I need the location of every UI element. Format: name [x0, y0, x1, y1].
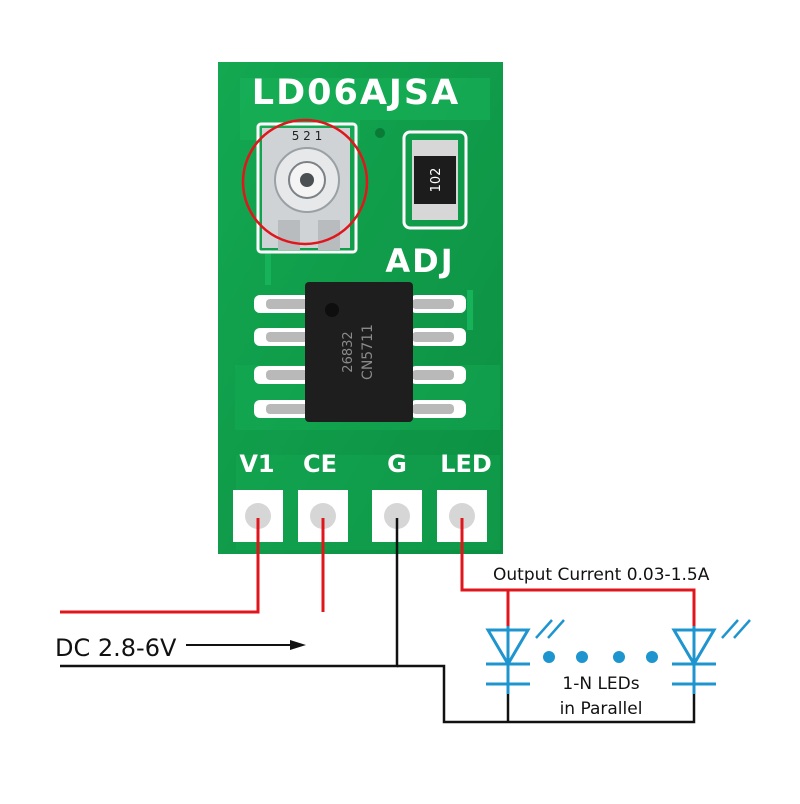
chip-lead-right-4 — [412, 404, 454, 414]
led-light-ray — [721, 619, 739, 639]
led-light-ray — [547, 619, 565, 639]
via-hole — [375, 128, 385, 138]
resistor-code: 102 — [429, 168, 444, 193]
ellipsis-dot — [646, 651, 658, 663]
pot-leg — [318, 220, 340, 250]
resistor-body — [414, 156, 456, 204]
pot-leg — [278, 220, 300, 250]
chip-lead-left-2 — [266, 332, 308, 342]
pin-label-led: LED — [440, 450, 492, 478]
pin-label-g: G — [387, 450, 407, 478]
chip-lead-right-1 — [412, 299, 454, 309]
ellipsis-dot — [576, 651, 588, 663]
led-light-ray — [733, 619, 751, 639]
pot-marks: 5 2 1 — [292, 129, 323, 143]
pin-label-v1: V1 — [239, 450, 274, 478]
resistor-silkscreen — [402, 130, 468, 230]
leds-parallel-label: in Parallel — [560, 699, 643, 719]
ellipsis-dot — [543, 651, 555, 663]
pcb-board: LD06AJSA 5 2 1 102 ADJ CN5711 — [218, 62, 503, 554]
wire-led-positive — [460, 518, 696, 626]
pin-pads — [233, 490, 487, 542]
wire-v1-positive — [60, 518, 260, 614]
output-current-label: Output Current 0.03-1.5A — [493, 565, 710, 585]
leds-count-label: 1-N LEDs — [562, 674, 639, 694]
input-annotation: DC 2.8-6V — [55, 634, 306, 662]
led-symbol-1 — [485, 619, 565, 694]
chip-lead-left-3 — [266, 370, 308, 380]
pot-screw-slot — [300, 173, 314, 187]
adj-label: ADJ — [385, 242, 454, 280]
chip-lead-right-3 — [412, 370, 454, 380]
chip-lead-left-1 — [266, 299, 308, 309]
pin-hole-ce — [310, 503, 336, 529]
chip-pin1-dot — [325, 303, 339, 317]
pin-labels: V1 CE G LED — [239, 450, 491, 478]
input-voltage-label: DC 2.8-6V — [55, 634, 177, 662]
chip-text-line2: 26832 — [341, 331, 356, 372]
pin-label-ce: CE — [303, 450, 337, 478]
chip-body — [305, 282, 413, 422]
pin-hole-g — [384, 503, 410, 529]
ellipsis-dot — [613, 651, 625, 663]
input-arrow-head — [290, 640, 306, 650]
highlight-circle — [241, 118, 369, 246]
led-symbol-n — [671, 619, 751, 694]
chip-lead-right-2 — [412, 332, 454, 342]
ellipsis-dots — [543, 651, 658, 663]
pot-silkscreen-outline — [256, 122, 358, 254]
wire-ground-led — [397, 664, 696, 724]
smd-resistor: 102 — [402, 130, 468, 230]
led-light-ray — [535, 619, 553, 639]
chip-lead-left-4 — [266, 404, 308, 414]
wires — [60, 518, 696, 724]
pin-hole-led — [449, 503, 475, 529]
ic-chip: CN5711 26832 — [254, 282, 466, 422]
pin-hole-v1 — [245, 503, 271, 529]
led-triangle — [671, 628, 717, 667]
potentiometer: 5 2 1 — [241, 118, 369, 254]
led-triangle — [485, 628, 531, 667]
chip-text-line1: CN5711 — [360, 324, 376, 380]
board-model-label: LD06AJSA — [252, 73, 460, 113]
